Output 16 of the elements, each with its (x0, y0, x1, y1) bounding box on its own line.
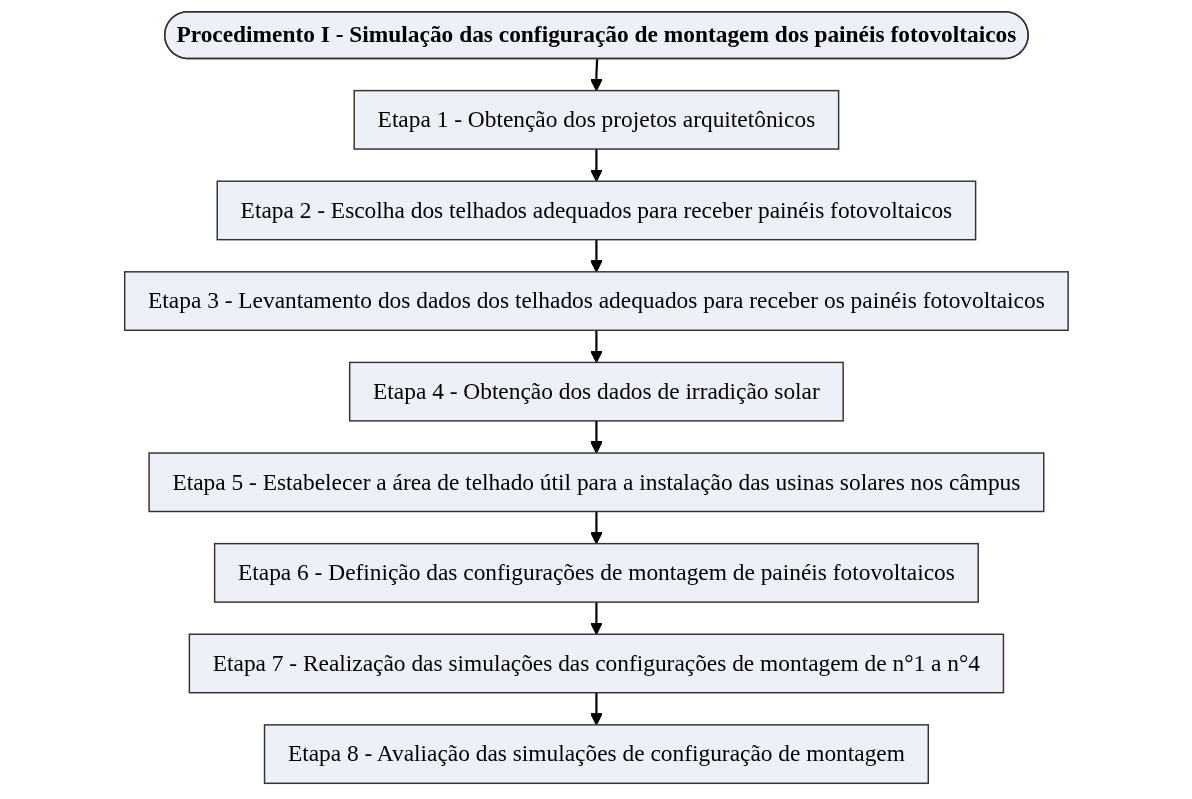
arrow (589, 59, 603, 92)
node-box: Etapa 2 - Escolha dos telhados adequados para receber painéis fotovoltaicos (216, 180, 976, 241)
node-box: Etapa 6 - Definição das configurações de montagem de painéis fotovoltaicos (213, 542, 979, 603)
arrow (589, 239, 603, 273)
node-box: Etapa 4 - Obtenção dos dados de irradição solar (348, 361, 844, 422)
arrow (589, 330, 603, 363)
node-box: Etapa 5 - Estabelecer a área de telhado útil para a instalação das usinas solares nos câmpus (147, 452, 1045, 513)
arrow (589, 511, 603, 545)
arrow (589, 149, 603, 182)
node-box: Etapa 7 - Realização das simulações das configurações de montagem de n°1 a n°4 (188, 633, 1004, 694)
arrow (589, 602, 603, 635)
node-box: Etapa 3 - Levantamento dos dados dos telhados adequados para receber os painéis fotovoltaicos (123, 271, 1069, 331)
node-box: Etapa 8 - Avaliação das simulações de configuração de montagem (263, 724, 929, 785)
arrow (589, 692, 603, 726)
node-box: Etapa 1 - Obtenção dos projetos arquitetônicos (353, 89, 839, 150)
arrow (589, 420, 603, 454)
